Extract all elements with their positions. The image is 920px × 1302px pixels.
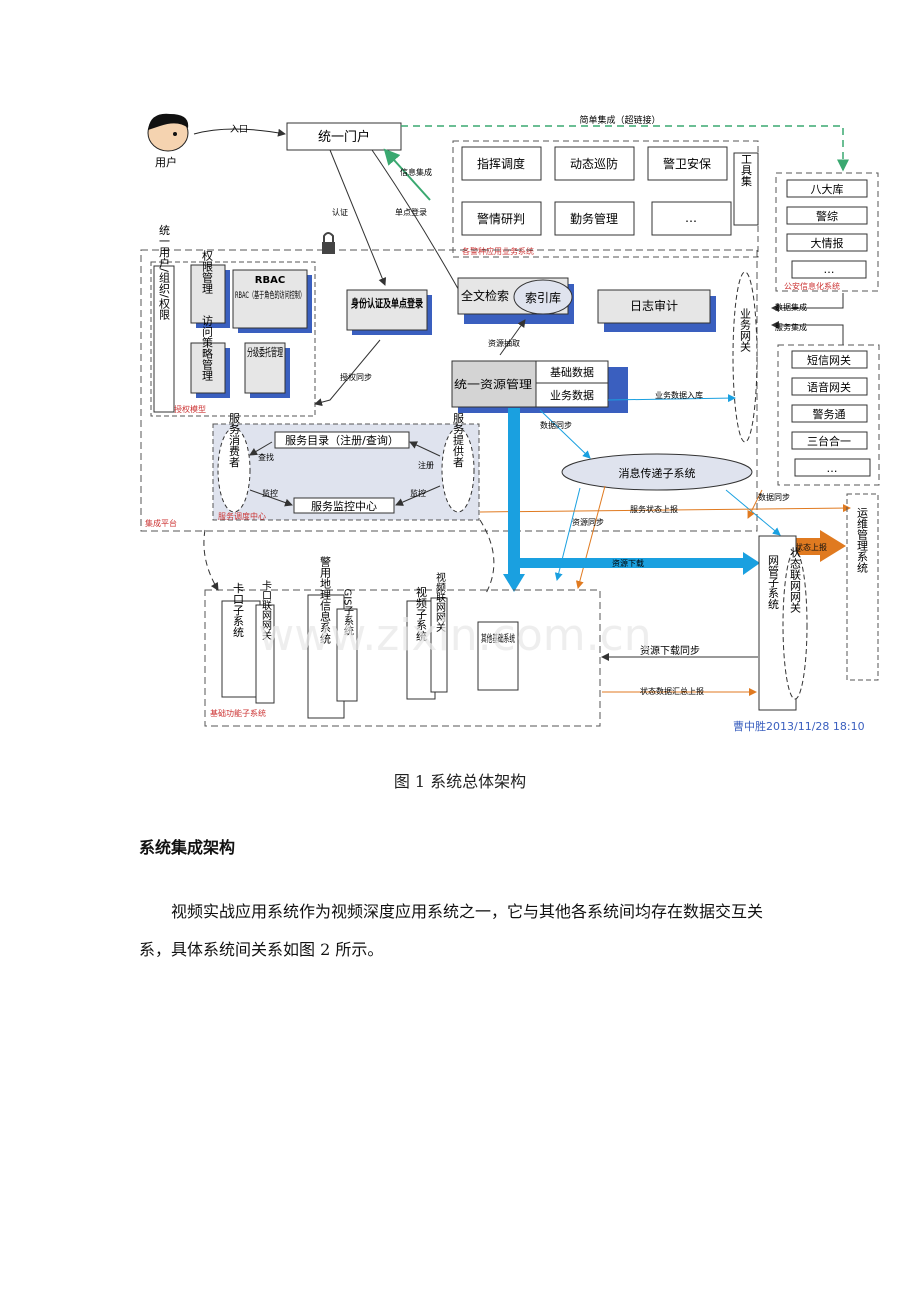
biz-data-in-label: 业务数据入库 [655,390,703,400]
perm-mgmt: 权限管理 [201,250,214,294]
monitor-label: 监控 [410,488,426,498]
subsystem: 卡口联网网关 [260,579,272,641]
section-heading: 系统集成架构 [139,838,236,857]
gateway-item: 三台合一 [807,434,851,448]
netmgr-label: 网管子系统 [767,555,780,610]
ps-item: … [824,263,835,276]
subsystem: GIS子系统 [342,588,354,635]
figure-caption: 图 1 系统总体架构 [393,772,527,791]
toolset-box [733,152,759,226]
service-consumer: 服务消费者 [228,412,241,468]
log-audit: 日志审计 [630,298,678,313]
police-apps-title: 各警种应用业务系统 [462,246,534,256]
ops-system [846,493,879,681]
portal-box [286,122,402,151]
police-app-boxes [461,146,732,236]
app-label: 动态巡防 [570,156,618,171]
lock-icon [322,232,335,254]
ops-system-label: 运维管理系统 [856,507,869,573]
author-stamp: 曹中胜2013/11/28 18:10 [733,719,865,733]
base-data: 基础数据 [550,365,594,379]
entry-label: 入口 [230,124,248,135]
body-paragraph: 视频实战应用系统作为视频深度应用系统之一，它与其他各系统间均存在数据交互关系，具… [139,902,764,959]
service-catalog: 服务目录（注册/查询） [285,433,399,447]
service-center-title: 服务调度中心 [218,511,266,521]
delegation: 分级委托管理 [247,345,283,359]
user-label: 用户 [155,155,177,169]
user-icon [147,113,189,152]
app-label: 警卫安保 [663,156,711,171]
user-org-auth: 统一用户/组织/权限 [158,224,171,320]
simple-integration-label: 简单集成（超链接） [579,114,660,126]
msg-system-label: 消息传递子系统 [619,466,696,480]
biz-gateway [732,271,758,443]
auth-sync-label: 授权同步 [340,372,372,382]
gateway-item: 语音网关 [807,380,851,394]
auth-model-title: 授权模型 [174,404,206,414]
resource-download-sync-label: 资源下载同步 [640,644,700,657]
basic-subsystems [204,589,601,727]
lookup-label: 查找 [258,452,274,462]
app-label: 警情研判 [477,211,525,226]
platform-title: 集成平台 [145,518,177,528]
data-sync-label: 数据同步 [540,420,572,430]
ps-item: 八大库 [811,182,844,196]
monitor-label: 监控 [262,488,278,498]
resource-download-label: 资源下载 [612,558,644,568]
app-label: 勤务管理 [570,211,618,226]
gateway-group [777,344,880,486]
state-report-label: 状态上报 [795,542,827,552]
msg-system [561,453,753,491]
subsystem: 其他基础系统 [481,632,515,645]
subsystem: 视频子系统 [415,585,428,641]
toolset-label: 工具集 [740,154,753,187]
architecture-diagram: 用户 入口 统一门户 简单集成（超链接） 指挥调度 动态巡防 警卫安保 警情研判… [140,113,880,733]
ps-item: 大情报 [811,236,844,250]
service-monitor: 服务监控中心 [311,499,377,513]
ps-item: 警综 [816,209,838,223]
resource-sync-label: 资源同步 [572,517,604,527]
basic-title: 基础功能子系统 [210,708,266,718]
public-security-title: 公安信息化系统 [784,281,840,291]
state-data-report-label: 状态数据汇总上报 [640,686,704,696]
service-status-label: 服务状态上报 [630,504,678,514]
single-signon-label: 单点登录 [395,207,427,217]
unified-resource: 统一资源管理 [454,377,532,391]
gateway-item: 短信网关 [807,353,851,367]
gateway-item: 警务通 [813,407,846,421]
portal-label: 统一门户 [318,129,370,145]
service-integration-label: 服务集成 [775,322,807,332]
auth-label: 认证 [332,207,348,217]
rbac-desc: RBAC（基于角色的访问控制） [235,289,305,301]
biz-data: 业务数据 [550,388,594,402]
integration-platform [140,249,758,532]
index-db [513,279,573,315]
access-policy: 访问策略管理 [201,315,214,381]
register-label: 注册 [418,460,434,470]
data-sync-label: 数据同步 [758,492,790,502]
rbac-label: RBAC [255,275,285,286]
info-integration-label: 信息集成 [400,167,432,177]
state-gateway-label: 状态联网网关 [789,546,802,614]
fulltext: 全文检索 [461,288,509,303]
subsystem: 警用地理信息系统 [319,555,332,644]
public-security-group [775,172,879,292]
subsystem: 卡口子系统 [232,582,245,637]
auth-model-group [150,261,316,417]
app-label: 指挥调度 [477,156,525,171]
subsystem: 视频联网网关 [434,571,446,633]
app-label: … [685,211,697,225]
resource-extract-label: 资源抽取 [488,338,520,348]
data-integration-label: 数据集成 [775,302,807,312]
watermark: www.zixin.com.cn [258,610,651,661]
index-db-label: 索引库 [525,290,561,305]
service-provider: 服务提供者 [452,412,465,468]
gateway-item: … [827,462,838,475]
biz-gateway-label: 业务网关 [739,308,752,353]
identity-auth: 身份认证及单点登录 [351,296,423,310]
